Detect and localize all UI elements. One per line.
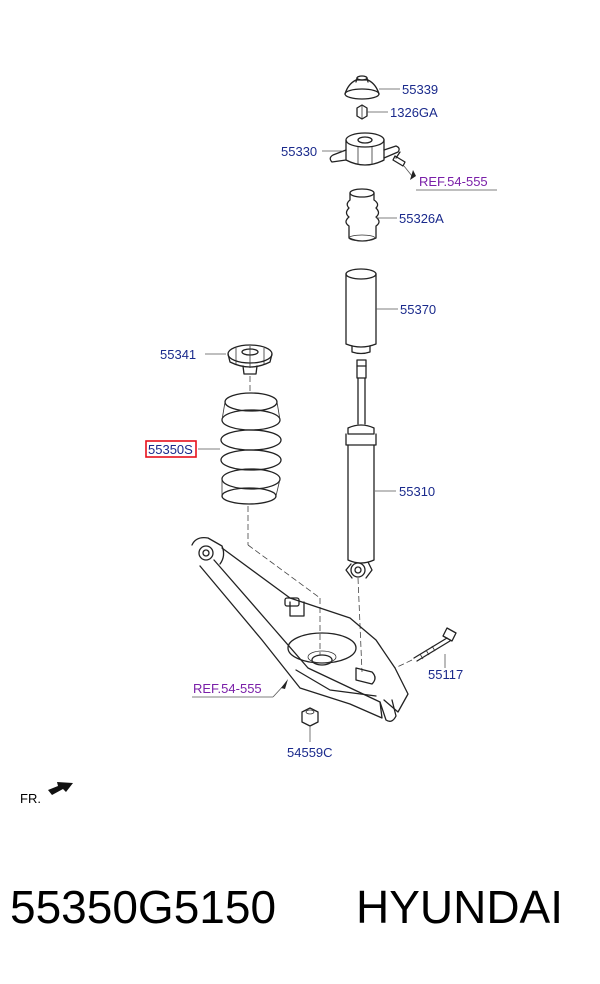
- nut-1326ga[interactable]: [356, 104, 368, 120]
- front-direction-label: FR.: [20, 791, 41, 806]
- label-55330[interactable]: 55330: [281, 144, 317, 159]
- brand-name: HYUNDAI: [356, 881, 564, 933]
- shock-absorber-55310[interactable]: [345, 359, 377, 579]
- lower-control-arm[interactable]: [191, 537, 409, 722]
- front-direction-arrow-icon: [48, 782, 73, 795]
- label-55370[interactable]: 55370: [400, 302, 436, 317]
- part-number: 55350G5150: [10, 881, 277, 933]
- highlight-box: [145, 440, 197, 458]
- spring-pad-55341[interactable]: [227, 344, 273, 375]
- ref-link-top[interactable]: REF.54-555: [419, 174, 488, 189]
- label-55310[interactable]: 55310: [399, 484, 435, 499]
- label-55350s[interactable]: 55350S: [148, 442, 193, 457]
- label-55326a[interactable]: 55326A: [399, 211, 444, 226]
- label-1326ga[interactable]: 1326GA: [390, 105, 438, 120]
- strut-mount-55330[interactable]: [329, 132, 400, 166]
- rear-suspension-exploded-diagram: 55339 1326GA 55330 REF.54-555 55326A: [20, 75, 497, 806]
- dust-cap-55339[interactable]: [344, 75, 380, 100]
- product-footer: 55350G5150 HYUNDAI: [0, 880, 600, 950]
- ref-arrow-top: [410, 170, 416, 180]
- bolt-55117[interactable]: [413, 627, 457, 662]
- ref-link-bottom[interactable]: REF.54-555: [193, 681, 262, 696]
- label-55339[interactable]: 55339: [402, 82, 438, 97]
- bump-stop-55326a[interactable]: [345, 188, 380, 242]
- label-54559c[interactable]: 54559C: [287, 745, 333, 760]
- ref-arrow-bottom: [281, 679, 288, 689]
- label-55341[interactable]: 55341: [160, 347, 196, 362]
- coil-spring-55350s[interactable]: [220, 392, 282, 505]
- label-55117[interactable]: 55117: [428, 667, 463, 682]
- mount-bolt[interactable]: [392, 151, 406, 167]
- dust-boot-55370[interactable]: [345, 268, 377, 355]
- nut-54559c[interactable]: [301, 707, 319, 727]
